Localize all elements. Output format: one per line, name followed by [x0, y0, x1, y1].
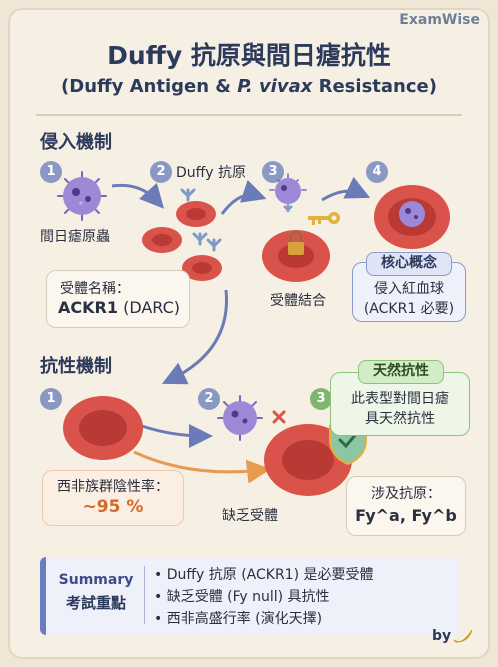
- involved-antigen-card: [346, 476, 466, 536]
- infected-rbc-icon: [374, 185, 450, 249]
- resistance-heading: 抗性機制: [40, 356, 112, 377]
- receptor-binding-label: 受體結合: [270, 293, 326, 309]
- receptor-name-bold: ACKR1: [58, 298, 118, 317]
- core-concept-line-2: (ACKR1 必要): [363, 301, 455, 317]
- subtitle-species: P. vivax: [237, 76, 313, 97]
- summary-bullet-3: • 西非高盛行率 (演化天擇): [154, 611, 323, 627]
- subtitle-start: (Duffy Antigen &: [61, 76, 238, 97]
- banana-icon: [453, 629, 473, 643]
- rbc-with-receptors-icon: [142, 188, 222, 281]
- invasion-step-3-badge: 3: [262, 161, 284, 183]
- invasion-step-2-badge: 2: [150, 161, 172, 183]
- negative-rate-value: ~95 %: [82, 497, 144, 517]
- summary-bullet-1: • Duffy 抗原 (ACKR1) 是必要受體: [154, 567, 374, 583]
- lacking-receptor-label: 缺乏受體: [222, 508, 278, 524]
- core-concept-tag: 核心概念: [366, 252, 452, 276]
- negative-rate-card: [42, 470, 184, 526]
- involved-antigen-value: Fy^a, Fy^b: [355, 506, 457, 525]
- receptor-negative-rbc-icon: [63, 396, 143, 460]
- brand-logo: ExamWise: [399, 12, 480, 28]
- resistance-step-1-badge: 1: [40, 388, 62, 410]
- natural-resistance-line-2: 具天然抗性: [365, 411, 435, 427]
- summary-divider: [144, 566, 145, 624]
- receptor-name-value: ACKR1 (DARC): [58, 298, 180, 317]
- invasion-step-4-badge: 4: [366, 161, 388, 183]
- title-divider: [36, 114, 462, 116]
- summary-title-en: Summary: [58, 572, 134, 588]
- byline-text: by: [432, 628, 452, 644]
- negative-rate-label: 西非族群陰性率：: [57, 479, 169, 495]
- summary-bullet-2: • 缺乏受體 (Fy null) 具抗性: [154, 589, 330, 605]
- invasion-step-1-badge: 1: [40, 161, 62, 183]
- summary-box: [40, 557, 460, 635]
- page-title: Duffy 抗原與間日瘧抗性: [107, 41, 391, 70]
- duffy-antigen-label: Duffy 抗原: [176, 165, 247, 181]
- receptor-binding-icon: [262, 173, 340, 282]
- resistance-step-2-badge: 2: [198, 388, 220, 410]
- natural-resistance-tag: 天然抗性: [358, 360, 444, 384]
- page-subtitle: (Duffy Antigen & P. vivax Resistance): [0, 76, 498, 97]
- receptor-name-paren: (DARC): [117, 298, 181, 317]
- receptor-name-card: [46, 270, 190, 328]
- invasion-heading: 侵入機制: [40, 132, 112, 153]
- resistance-step-3-badge: 3: [310, 388, 332, 410]
- receptor-name-label: 受體名稱：: [60, 281, 130, 297]
- core-concept-line-1: 侵入紅血球: [374, 281, 444, 297]
- protected-rbc-icon: [264, 418, 367, 496]
- poster-frame: [8, 8, 490, 659]
- natural-resistance-line-1: 此表型對間日瘧: [351, 391, 449, 407]
- blocked-parasite-icon: [217, 395, 286, 441]
- parasite-icon: [57, 171, 107, 221]
- subtitle-end: Resistance): [312, 76, 437, 97]
- parasite-label: 間日瘧原蟲: [40, 229, 110, 245]
- summary-title-zh: 考試重點: [65, 594, 126, 612]
- involved-antigen-label: 涉及抗原：: [371, 486, 441, 502]
